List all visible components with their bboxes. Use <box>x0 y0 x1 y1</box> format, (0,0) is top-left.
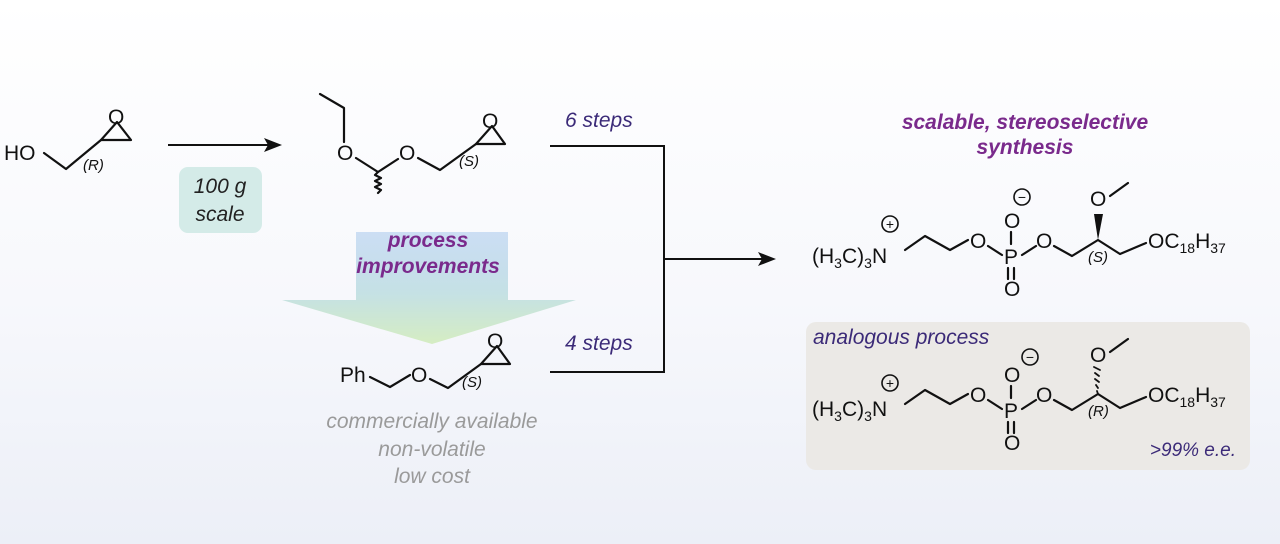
converging-routes: 6 steps 4 steps <box>550 109 776 373</box>
acetal-o1-label: O <box>337 142 353 165</box>
glycidol-structure: HO O (R) <box>4 106 133 174</box>
note-non-volatile: non-volatile <box>378 438 485 461</box>
analog-o-ester-2: O <box>1036 384 1052 407</box>
stereo-label-r-analog: (R) <box>1088 403 1109 420</box>
analog-o-methoxy: O <box>1090 344 1106 367</box>
target-o-ester-2: O <box>1036 230 1052 253</box>
analog-ammonium-group: (H3C)3N <box>812 398 887 424</box>
target-o-anion: O <box>1004 210 1020 233</box>
analog-plus-charge-icon <box>881 374 899 392</box>
process-improvements-line2: improvements <box>356 255 500 278</box>
analog-o-anion: O <box>1004 364 1020 387</box>
benzyl-o2-label: O <box>487 330 503 353</box>
benzyl-o1-label: O <box>411 364 427 387</box>
target-o-double: O <box>1004 278 1020 301</box>
target-headline-line1: scalable, stereoselective <box>902 111 1149 134</box>
target-o-ester-1: O <box>970 230 986 253</box>
target-p-atom: P <box>1004 246 1018 269</box>
acetal-o2-label: O <box>399 142 415 165</box>
analogous-process-box: analogous process (H3C)3N + O P O − O O … <box>806 322 1250 470</box>
scale-badge: 100 g scale <box>179 167 262 233</box>
minus-charge-icon <box>1013 188 1031 206</box>
octadecyl-tail: OC18H37 <box>1148 230 1226 256</box>
stereo-label-s-target: (S) <box>1088 249 1108 266</box>
analog-octadecyl-tail: OC18H37 <box>1148 384 1226 410</box>
stereo-label-s-benzyl: (S) <box>462 374 482 391</box>
plus-charge-icon <box>881 215 899 233</box>
scale-badge-line2: scale <box>195 203 244 226</box>
note-low-cost: low cost <box>394 465 471 488</box>
process-improvements-arrow: process improvements <box>282 229 576 344</box>
enantiomeric-excess: >99% e.e. <box>1150 440 1236 461</box>
scale-badge-line1: 100 g <box>194 175 247 198</box>
epoxide-oxygen-label: O <box>108 106 124 129</box>
target-headline-line2: synthesis <box>977 136 1074 159</box>
reaction-arrow-1 <box>168 138 282 152</box>
analog-p-atom: P <box>1004 400 1018 423</box>
target-structure: (H3C)3N + O P O − O O O (S) OC18H37 <box>812 181 1226 301</box>
svg-text:+: + <box>886 216 894 232</box>
svg-text:+: + <box>886 375 894 391</box>
analogous-process-title: analogous process <box>813 326 990 349</box>
svg-text:−: − <box>1018 189 1026 205</box>
analog-o-ester-1: O <box>970 384 986 407</box>
analog-minus-charge-icon <box>1021 348 1039 366</box>
acetal-intermediate-structure: O O O (S) <box>318 92 507 195</box>
stereo-label-r: (R) <box>83 157 104 174</box>
stereo-label-s-acetal: (S) <box>459 153 479 170</box>
ph-label: Ph <box>340 364 366 387</box>
target-o-methoxy: O <box>1090 188 1106 211</box>
ammonium-group: (H3C)3N <box>812 245 887 271</box>
note-commercially-available: commercially available <box>326 410 537 433</box>
process-improvements-line1: process <box>387 229 469 252</box>
benzyl-intermediate-structure: Ph O O (S) <box>340 330 512 391</box>
benzyl-notes: commercially available non-volatile low … <box>326 410 537 488</box>
bottom-route-steps: 4 steps <box>565 332 633 355</box>
acetal-o3-label: O <box>482 110 498 133</box>
ho-label: HO <box>4 142 36 165</box>
analog-o-double: O <box>1004 432 1020 455</box>
svg-text:−: − <box>1026 349 1034 365</box>
top-route-steps: 6 steps <box>565 109 633 132</box>
